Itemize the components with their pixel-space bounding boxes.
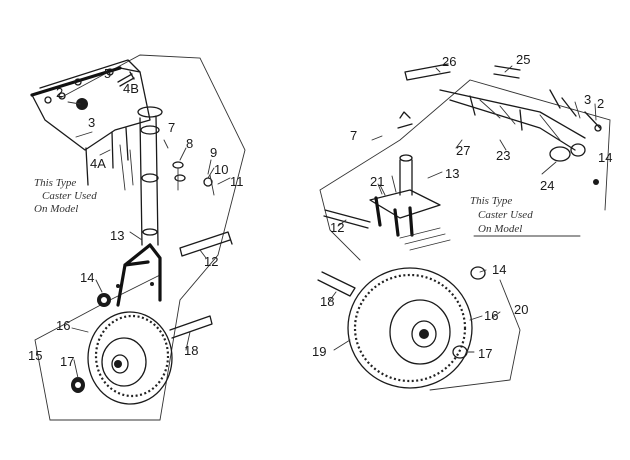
bolt-5 (117, 71, 135, 87)
mount-plate-21 (369, 189, 441, 219)
callout-18-left: 18 (184, 343, 198, 358)
bolt-18-right (317, 271, 356, 297)
callout-26-right: 26 (442, 54, 456, 69)
right-note-line-2: Caster Used (478, 209, 533, 221)
callout-14b-right: 14 (492, 262, 506, 277)
swivel-post-right (399, 159, 413, 196)
right-note-line-3: On Model (478, 223, 522, 235)
callout-4a-left: 4A (90, 156, 106, 171)
callout-9-left: 9 (210, 145, 217, 160)
callout-13-right: 13 (445, 166, 459, 181)
bearing-17-right (452, 345, 468, 359)
axle-bolt-18 (169, 315, 213, 339)
callout-23-right: 23 (496, 148, 510, 163)
callout-7-right: 7 (350, 128, 357, 143)
right-caster-assembly (317, 63, 611, 391)
callout-11-left: 11 (230, 174, 244, 189)
callout-10-left: 10 (214, 162, 228, 177)
callout-20-right: 20 (514, 302, 528, 317)
callout-21-right: 21 (370, 174, 384, 189)
axle-bolt-12 (179, 231, 233, 257)
callout-8-left: 8 (186, 136, 193, 151)
callout-14-left: 14 (80, 270, 94, 285)
right-note-line-1: This Type (470, 195, 512, 207)
callout-16-left: 16 (56, 318, 70, 333)
callout-25-right: 25 (516, 52, 530, 67)
callout-13-left: 13 (110, 228, 124, 243)
callout-3-right: 3 (584, 92, 591, 107)
callout-5-left: 5 (104, 66, 111, 81)
callout-24-right: 24 (540, 178, 554, 193)
callout-15-left: 15 (28, 348, 42, 363)
callout-4b-left: 4B (123, 81, 139, 96)
left-note-line-3: On Model (34, 203, 78, 215)
bolt-26 (404, 63, 451, 81)
callout-16-right: 16 (484, 308, 498, 323)
left-wheel (87, 311, 173, 405)
callout-17-left: 17 (60, 354, 74, 369)
callout-12-right: 12 (330, 220, 344, 235)
callout-14a-right: 14 (598, 150, 612, 165)
callout-3-left: 3 (88, 115, 95, 130)
callout-12-left: 12 (204, 254, 218, 269)
callout-2-left: 2 (56, 85, 63, 100)
callout-19-right: 19 (312, 344, 326, 359)
left-note-line-2: Caster Used (42, 190, 97, 202)
bolt-12-right (323, 209, 371, 229)
caster-yoke (439, 89, 586, 151)
left-note-line-1: This Type (34, 177, 76, 189)
bolt-25 (493, 65, 521, 79)
nut-14-right (470, 266, 486, 280)
callout-2-right: 2 (597, 96, 604, 111)
left-outline (34, 54, 246, 421)
left-caster-assembly (30, 54, 246, 421)
callout-27-right: 27 (456, 143, 470, 158)
mounting-bracket (31, 67, 151, 151)
caster-fork (116, 243, 162, 307)
right-outline (319, 79, 611, 391)
right-wheel (347, 267, 473, 389)
callout-18-right: 18 (320, 294, 334, 309)
callout-7-left: 7 (168, 120, 175, 135)
callout-17-right: 17 (478, 346, 492, 361)
